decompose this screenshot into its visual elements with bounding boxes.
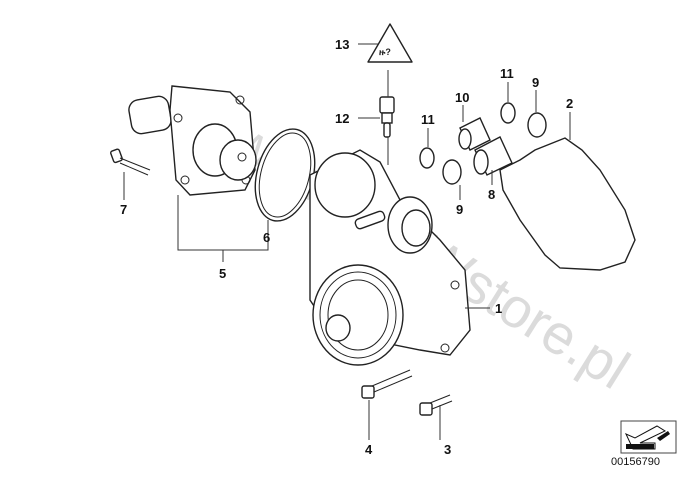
gasket[interactable] [499, 137, 636, 271]
callout-12: 12 [335, 111, 349, 126]
callout-7: 7 [120, 202, 127, 217]
callout-11-upper: 11 [500, 66, 514, 81]
pipe-sleeve-upper[interactable] [458, 117, 491, 151]
callout-6: 6 [263, 230, 270, 245]
pipe-sleeve-lower[interactable] [473, 136, 513, 176]
thermostat-housing[interactable] [127, 85, 257, 196]
callout-8: 8 [488, 187, 495, 202]
callout-1: 1 [495, 301, 502, 316]
callout-5: 5 [219, 266, 226, 281]
callout-13: 13 [335, 37, 349, 52]
short-bolt[interactable] [419, 394, 453, 416]
callout-9: 9 [456, 202, 463, 217]
temperature-sensor[interactable] [379, 70, 395, 165]
o-ring-small-upper[interactable] [500, 102, 516, 124]
callout-3: 3 [444, 442, 451, 457]
warning-symbol-icon: ዙ? [367, 23, 413, 63]
svg-text:ዙ?: ዙ? [379, 47, 391, 57]
callout-9-upper: 9 [532, 75, 539, 90]
sealing-ring-upper[interactable] [527, 112, 547, 138]
water-pump[interactable] [309, 149, 471, 366]
o-ring-small[interactable] [419, 147, 435, 169]
callout-10: 10 [455, 90, 469, 105]
orientation-arrow-icon [620, 420, 677, 454]
diagram-reference-number: 00156790 [611, 456, 660, 468]
callout-11: 11 [421, 112, 435, 127]
long-bolt[interactable] [361, 369, 413, 399]
callout-4: 4 [365, 442, 373, 457]
housing-bolt[interactable] [110, 148, 151, 176]
sealing-ring[interactable] [442, 159, 462, 185]
callout-2: 2 [566, 96, 573, 111]
